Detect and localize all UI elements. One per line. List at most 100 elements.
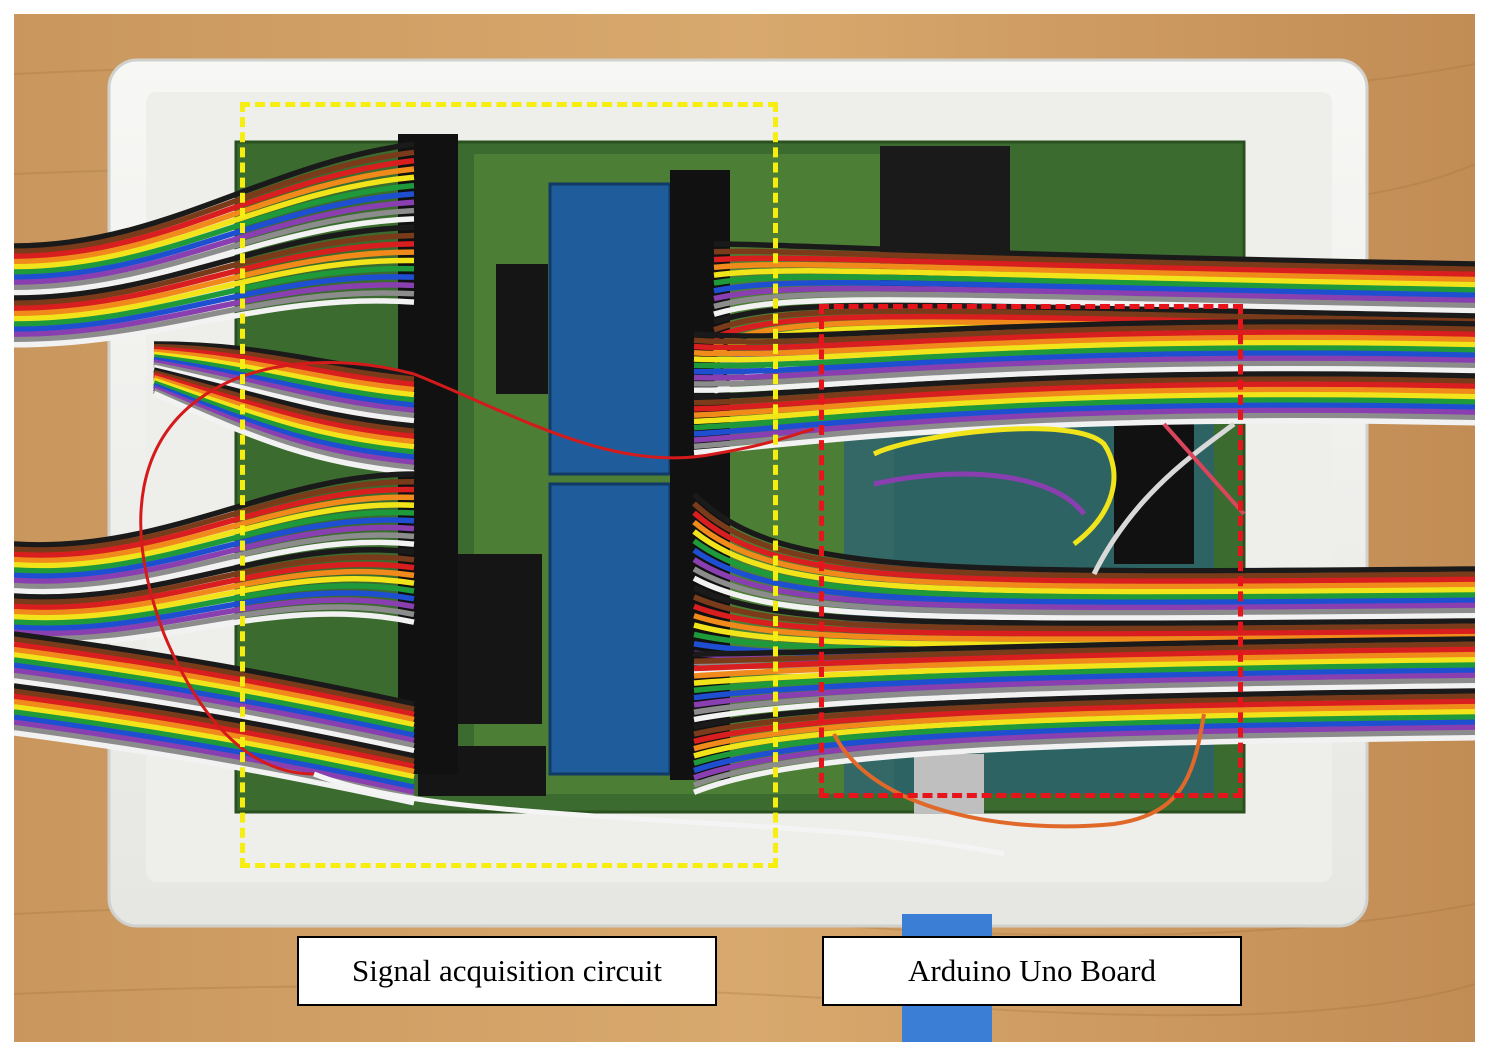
ribbon-wire xyxy=(693,397,1475,431)
ribbon-wire xyxy=(693,329,1475,351)
photo xyxy=(14,14,1475,1042)
ribbon-wire xyxy=(693,636,1475,657)
ic-chip-1 xyxy=(496,264,548,394)
orange-wire xyxy=(832,713,1206,829)
ribbon-wire xyxy=(14,583,415,626)
ribbon-wire xyxy=(153,349,415,393)
ribbon-wire xyxy=(14,241,415,312)
ribbon-left-top xyxy=(14,141,415,348)
ribbon-wire xyxy=(693,657,1475,686)
ribbon-wire xyxy=(713,248,1475,272)
ribbon-wire xyxy=(693,729,1475,788)
ribbon-wire xyxy=(713,308,1475,333)
ribbon-wire xyxy=(693,719,1475,774)
ribbon-wire xyxy=(693,667,1475,701)
ribbon-wire xyxy=(14,257,415,322)
ribbon-wire xyxy=(14,554,415,605)
ribbon-wire xyxy=(153,362,415,419)
ribbon-wire xyxy=(153,372,415,440)
ribbon-wire xyxy=(14,199,415,286)
ribbon-wire xyxy=(693,402,1475,437)
ribbon-wire xyxy=(693,339,1475,363)
ribbon-wire xyxy=(693,371,1475,400)
ribbon-wire xyxy=(713,255,1475,278)
ribbon-wire xyxy=(693,376,1475,406)
ribbon-wire xyxy=(692,575,1475,621)
ribbon-wire xyxy=(14,683,415,759)
ribbon-wire xyxy=(14,298,415,348)
arduino-board-label: Arduino Uno Board xyxy=(822,936,1242,1006)
ribbon-wire xyxy=(14,249,415,317)
ribbon-wire xyxy=(692,510,1475,585)
ribbon-wire xyxy=(153,356,415,408)
ribbon-wire xyxy=(14,641,415,718)
ribbon-wire xyxy=(14,597,415,637)
ribbon-wire xyxy=(14,191,415,280)
ribbon-wire xyxy=(14,704,415,780)
ribbon-wire xyxy=(153,383,415,460)
ribbon-wire xyxy=(693,651,1475,679)
ribbon-wire xyxy=(713,261,1475,283)
ribbon-wire xyxy=(693,392,1475,425)
ribbon-wire xyxy=(14,532,415,590)
ribbon-wire xyxy=(692,594,1475,632)
ribbon-wire xyxy=(693,703,1475,752)
ribbon-wire xyxy=(153,343,415,382)
ribbon-wire xyxy=(692,585,1475,627)
ribbon-wire xyxy=(693,386,1475,418)
ribbon-wire xyxy=(14,662,415,738)
ribbon-wire xyxy=(14,590,415,631)
ribbon-wire xyxy=(14,672,415,749)
ribbon-wire xyxy=(14,688,415,764)
ribbon-wire xyxy=(14,568,415,616)
ribbon-wire xyxy=(14,546,415,600)
ribbon-wire xyxy=(713,241,1475,267)
ribbon-wire xyxy=(693,324,1475,345)
ribbon-wire xyxy=(14,216,415,296)
ribbon-wire xyxy=(693,613,1475,642)
ribbon-wire xyxy=(153,341,415,377)
ribbon-wire xyxy=(14,652,415,728)
ribbon-right-mid xyxy=(693,319,1475,456)
ribbon-wire xyxy=(153,354,415,403)
ribbon-wire xyxy=(14,539,415,595)
ribbon-wire xyxy=(153,364,415,424)
ribbon-wire xyxy=(693,677,1475,715)
ribbon-wire xyxy=(693,688,1475,730)
ribbon-wire xyxy=(14,282,415,338)
ribbon-wire xyxy=(14,274,415,332)
ribbon-wire xyxy=(692,501,1475,579)
ribbon-wire xyxy=(14,141,415,249)
ribbon-wire xyxy=(693,381,1475,412)
ribbon-wire xyxy=(14,719,415,796)
ic-chip-2 xyxy=(452,554,542,724)
ribbon-wire xyxy=(692,735,1475,795)
blue-module-top xyxy=(548,182,672,476)
ribbon-wire xyxy=(153,359,415,414)
ribbon-wire xyxy=(14,224,415,301)
ribbon-wire xyxy=(693,407,1475,443)
ribbon-cables xyxy=(14,141,1475,806)
ribbon-left-bottom xyxy=(14,471,415,647)
ribbon-wire xyxy=(693,345,1475,369)
ribbon-wire xyxy=(14,667,415,744)
ribbon-wire xyxy=(713,297,1475,317)
red-wire-2 xyxy=(413,372,815,460)
ribbon-wire xyxy=(693,319,1475,339)
ribbon-wire xyxy=(693,603,1475,637)
ribbon-wire xyxy=(14,636,415,712)
ribbon-wire xyxy=(152,388,415,471)
ribbon-wire xyxy=(693,366,1475,393)
ribbon-wire xyxy=(153,351,415,398)
ribbon-wire xyxy=(14,486,415,558)
ribbon-wire xyxy=(693,693,1475,737)
ribbon-wire xyxy=(693,662,1475,694)
ribbon-wire xyxy=(14,265,415,327)
ribbon-wire xyxy=(153,375,415,445)
ribbon-wire xyxy=(14,604,415,642)
ribbon-wire xyxy=(153,377,415,450)
ribbon-wire xyxy=(14,471,415,548)
ribbon-wire xyxy=(713,274,1475,293)
jumper-wires xyxy=(872,426,1117,546)
ribbon-wire xyxy=(14,517,415,579)
